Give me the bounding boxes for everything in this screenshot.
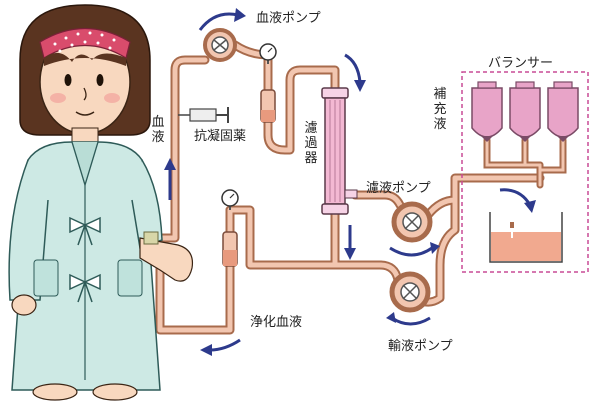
flow-arrow-icon — [164, 8, 536, 356]
vertical-char: 濾 — [304, 121, 317, 136]
label-anticoagulant: 抗凝固薬 — [194, 128, 246, 144]
vertical-char: 充 — [433, 101, 446, 117]
vertical-char: 補 — [433, 87, 446, 102]
fluid-bag-icon — [471, 81, 503, 142]
fluid-bag-icon — [509, 81, 541, 142]
label-filter: 濾過器濾過器 — [304, 121, 317, 166]
collection-basin-icon — [489, 212, 563, 263]
pressure-gauge-icon — [259, 43, 277, 64]
vertical-char: 液 — [433, 117, 446, 132]
label-balancer: バランサー — [488, 56, 553, 71]
label-replacement-fluid-text: 補充液 — [0, 0, 39, 4]
balancer-frame — [461, 71, 589, 273]
label-purified-blood: 浄化血液 — [250, 315, 302, 330]
label-infusion-pump: 輸液ポンプ — [388, 339, 453, 354]
label-replacement-fluid: 補充液補充液 — [0, 0, 446, 132]
syringe-icon — [178, 107, 229, 123]
label-blood-pump: 血液ポンプ — [256, 11, 321, 26]
drip-chamber-icon — [260, 89, 276, 123]
bag-lines — [483, 136, 567, 189]
filter-column-icon — [321, 87, 358, 215]
roller-pump-icon — [389, 271, 431, 313]
fluid-bag-icon — [547, 81, 579, 142]
label-filtrate-pump: 濾液ポンプ — [366, 181, 431, 196]
drip-chamber-icon — [222, 231, 238, 267]
roller-pump-icon — [391, 201, 433, 243]
vertical-char: 器 — [304, 151, 317, 166]
pressure-gauge-icon — [221, 189, 239, 210]
vertical-char: 血 — [151, 115, 164, 130]
vertical-char: 過 — [304, 136, 317, 151]
vertical-char: 液 — [151, 130, 164, 145]
blood-pump-icon — [203, 28, 237, 62]
label-blood: 血液血液 — [151, 115, 164, 145]
patient-figure — [8, 4, 194, 401]
